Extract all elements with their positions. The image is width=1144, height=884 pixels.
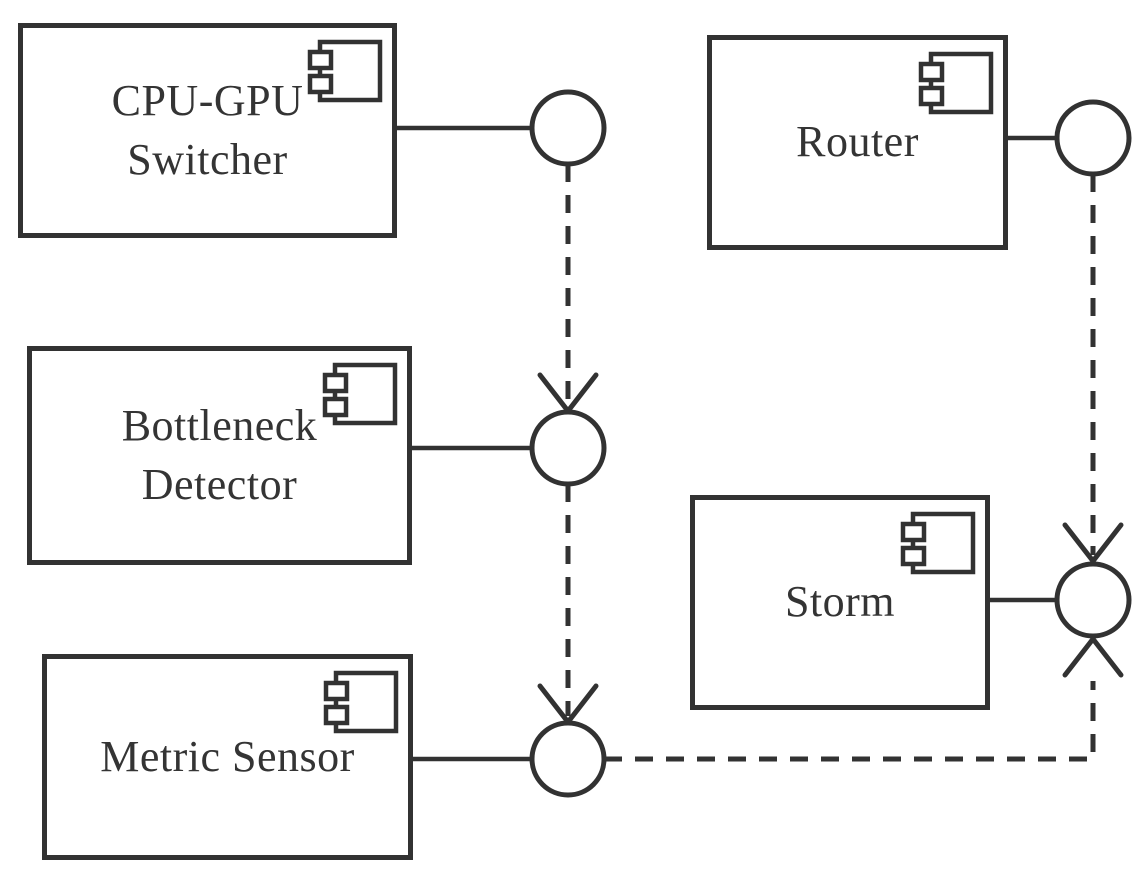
component-label-router: Router bbox=[796, 117, 919, 167]
arrowhead-down-icon bbox=[1062, 522, 1124, 566]
arrowhead-up-icon bbox=[1062, 634, 1124, 678]
interface-cpu-gpu-switcher bbox=[397, 89, 607, 167]
uml-component-icon bbox=[918, 51, 994, 115]
component-label-cpu-gpu-switcher: CPU-GPU Switcher bbox=[111, 76, 304, 184]
uml-component-icon bbox=[307, 39, 383, 103]
interface-circle-storm bbox=[1054, 561, 1132, 639]
component-router: Router bbox=[707, 35, 1008, 250]
dependency-bottleneck-to-metric bbox=[537, 484, 599, 727]
interface-circle-router bbox=[1054, 99, 1132, 177]
dependency-metric-to-storm bbox=[604, 634, 1124, 762]
dependency-cpu-gpu-to-bottleneck bbox=[537, 164, 599, 416]
uml-component-icon bbox=[323, 670, 399, 734]
component-label-metric-sensor: Metric Sensor bbox=[100, 731, 355, 781]
interface-storm bbox=[990, 561, 1132, 639]
uml-component-icon bbox=[900, 511, 976, 575]
component-metric-sensor: Metric Sensor bbox=[42, 654, 413, 860]
interface-metric-sensor bbox=[413, 720, 607, 798]
component-label-storm: Storm bbox=[784, 577, 896, 627]
interface-bottleneck-detector bbox=[412, 409, 607, 487]
uml-component-icon bbox=[322, 362, 398, 426]
component-bottleneck-detector: Bottleneck Detector bbox=[27, 346, 412, 565]
interface-circle-bottleneck-detector bbox=[529, 409, 607, 487]
interface-router bbox=[1008, 99, 1132, 177]
component-label-bottleneck-detector: Bottleneck Detector bbox=[121, 401, 318, 509]
component-cpu-gpu-switcher: CPU-GPU Switcher bbox=[18, 23, 397, 238]
interface-circle-metric-sensor bbox=[529, 720, 607, 798]
component-storm: Storm bbox=[690, 495, 990, 710]
dependency-router-to-storm bbox=[1062, 174, 1124, 566]
interface-circle-cpu-gpu-switcher bbox=[529, 89, 607, 167]
